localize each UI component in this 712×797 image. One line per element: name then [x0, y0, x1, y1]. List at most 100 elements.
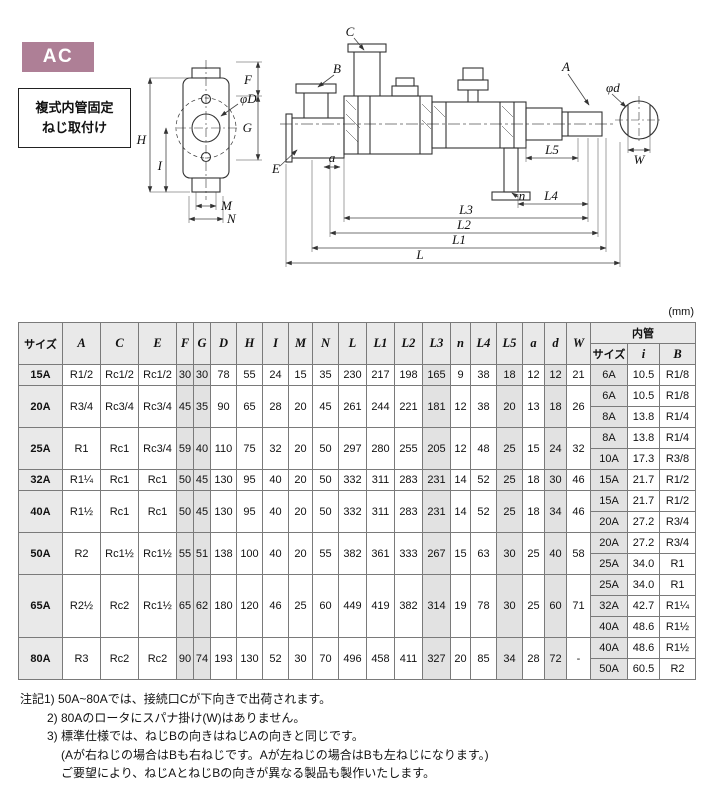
- inner-cell-i: 17.3: [627, 448, 660, 470]
- cell-65A-L: 449: [338, 574, 367, 638]
- cell-15A-M: 15: [288, 364, 313, 386]
- cell-20A-L5: 20: [496, 385, 523, 428]
- side-view-body: [285, 43, 603, 201]
- cell-80A-L1: 458: [366, 637, 395, 680]
- inner-cell-B: R1: [658, 553, 697, 575]
- row-header-15A: 15A: [18, 364, 63, 386]
- cell-80A-L3: 327: [422, 637, 451, 680]
- cell-40A-C: Rc1: [100, 490, 139, 533]
- mounting-type-line1: 複式内管固定: [35, 100, 114, 115]
- col-header-A: A: [62, 322, 101, 365]
- cell-50A-G: 51: [193, 532, 211, 575]
- cell-20A-L: 261: [338, 385, 367, 428]
- cell-15A-L3: 165: [422, 364, 451, 386]
- cell-80A-A: R3: [62, 637, 101, 680]
- cell-25A-L1: 280: [366, 427, 395, 470]
- inner-cell-i: 34.0: [627, 553, 660, 575]
- inner-cell-size: 25A: [590, 553, 628, 575]
- cell-20A-L1: 244: [366, 385, 395, 428]
- cell-25A-A: R1: [62, 427, 101, 470]
- note-line-1: 注記1) 50A~80Aでは、接続口Cが下向きで出荷されます。: [20, 692, 332, 706]
- col-header-L: L: [338, 322, 367, 365]
- inner-col-header-i: i: [627, 343, 660, 365]
- cell-65A-G: 62: [193, 574, 211, 638]
- inner-cell-i: 60.5: [627, 658, 660, 680]
- cell-65A-E: Rc1½: [138, 574, 177, 638]
- cell-40A-L4: 52: [470, 490, 497, 533]
- inner-cell-size: 15A: [590, 469, 628, 491]
- cell-20A-W: 26: [566, 385, 591, 428]
- cell-25A-a: 15: [522, 427, 545, 470]
- cell-40A-L: 332: [338, 490, 367, 533]
- inner-cell-B: R3/4: [658, 511, 697, 533]
- note-line-3: 3) 標準仕様では、ねじBの向きはねじAの向きと同じです。: [47, 729, 364, 744]
- cell-20A-G: 35: [193, 385, 211, 428]
- cell-80A-E: Rc2: [138, 637, 177, 680]
- cell-40A-F: 50: [176, 490, 194, 533]
- cell-80A-C: Rc2: [100, 637, 139, 680]
- note-line-5: ご要望により、ねじAとねじBの向きが異なる製品も製作いたします。: [61, 766, 436, 781]
- cell-20A-F: 45: [176, 385, 194, 428]
- cell-50A-L1: 361: [366, 532, 395, 575]
- dim-label-e: E: [271, 161, 280, 176]
- col-header-L1: L1: [366, 322, 395, 365]
- cell-15A-L2: 198: [394, 364, 423, 386]
- cell-20A-d: 18: [544, 385, 567, 428]
- cell-25A-F: 59: [176, 427, 194, 470]
- col-header-N: N: [312, 322, 339, 365]
- cell-32A-L4: 52: [470, 469, 497, 491]
- inner-cell-size: 20A: [590, 511, 628, 533]
- cell-50A-d: 40: [544, 532, 567, 575]
- cell-65A-L2: 382: [394, 574, 423, 638]
- col-header-n: n: [450, 322, 471, 365]
- cell-50A-L2: 333: [394, 532, 423, 575]
- cell-15A-E: Rc1/2: [138, 364, 177, 386]
- cell-80A-I: 52: [262, 637, 289, 680]
- cell-25A-L3: 205: [422, 427, 451, 470]
- cell-32A-L: 332: [338, 469, 367, 491]
- inner-cell-size: 8A: [590, 406, 628, 428]
- cell-32A-E: Rc1: [138, 469, 177, 491]
- inner-cell-size: 6A: [590, 364, 628, 386]
- inner-cell-i: 42.7: [627, 595, 660, 617]
- shaft-end-view: [615, 96, 663, 144]
- col-header-F: F: [176, 322, 194, 365]
- inner-cell-i: 21.7: [627, 469, 660, 491]
- row-header-20A: 20A: [18, 385, 63, 428]
- cell-80A-F: 90: [176, 637, 194, 680]
- cell-20A-D: 90: [210, 385, 237, 428]
- cell-65A-M: 25: [288, 574, 313, 638]
- cell-15A-W: 21: [566, 364, 591, 386]
- note-line-4: (Aが右ねじの場合はBも右ねじです。Aが左ねじの場合はBも左ねじになります。): [61, 747, 489, 762]
- cell-32A-n: 14: [450, 469, 471, 491]
- inner-cell-i: 10.5: [627, 364, 660, 386]
- dim-label-w: W: [634, 152, 646, 167]
- cell-50A-L5: 30: [496, 532, 523, 575]
- cell-80A-H: 130: [236, 637, 263, 680]
- dim-label-phi-d-flange: φD: [240, 91, 257, 106]
- cell-65A-n: 19: [450, 574, 471, 638]
- dim-label-l5: L5: [544, 142, 559, 157]
- cell-25A-L: 297: [338, 427, 367, 470]
- col-header-L3: L3: [422, 322, 451, 365]
- cell-15A-L5: 18: [496, 364, 523, 386]
- cell-32A-M: 20: [288, 469, 313, 491]
- cell-20A-M: 20: [288, 385, 313, 428]
- dim-label-g: G: [243, 120, 253, 135]
- col-header-I: I: [262, 322, 289, 365]
- cell-50A-M: 20: [288, 532, 313, 575]
- cell-20A-A: R3/4: [62, 385, 101, 428]
- cell-80A-W: -: [566, 637, 591, 680]
- cell-32A-A: R1¼: [62, 469, 101, 491]
- cell-65A-L1: 419: [366, 574, 395, 638]
- cell-15A-a: 12: [522, 364, 545, 386]
- cell-80A-M: 30: [288, 637, 313, 680]
- row-header-25A: 25A: [18, 427, 63, 470]
- cell-32A-I: 40: [262, 469, 289, 491]
- unit-note: (mm): [668, 306, 694, 318]
